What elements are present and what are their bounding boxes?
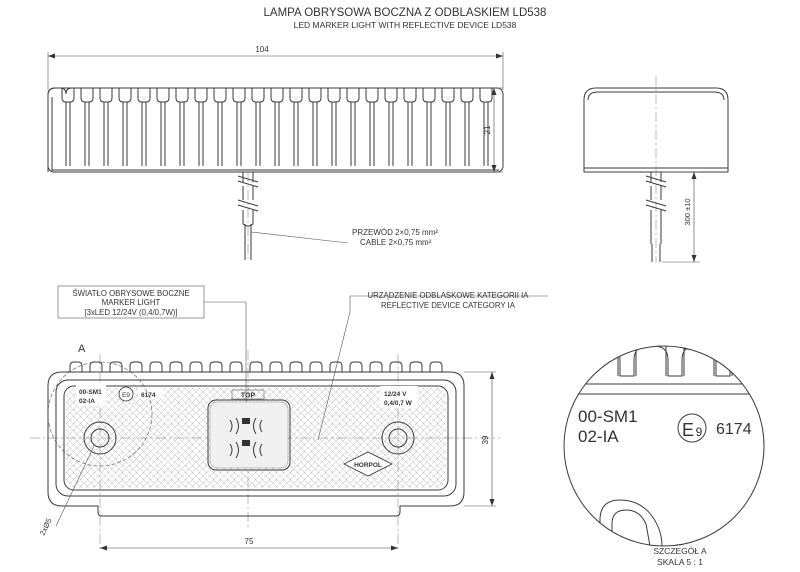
rib bbox=[194, 88, 208, 166]
rib bbox=[80, 88, 94, 166]
top-rib bbox=[189, 361, 203, 372]
horpol-logo: HORPOL bbox=[343, 451, 393, 477]
top-rib bbox=[129, 361, 143, 372]
top-rib bbox=[429, 361, 443, 372]
top-rib bbox=[309, 361, 323, 372]
lens-code2: 02-IA bbox=[79, 398, 95, 405]
marker-label-en: MARKER LIGHT bbox=[102, 298, 161, 307]
top-rib bbox=[229, 361, 243, 372]
rib bbox=[460, 88, 474, 166]
rib bbox=[441, 88, 455, 166]
rib bbox=[346, 88, 360, 166]
led-window bbox=[229, 417, 263, 459]
end-view: 300 ±10 bbox=[583, 76, 729, 263]
detail-marker: A bbox=[78, 343, 86, 355]
cable bbox=[237, 172, 349, 262]
top-rib bbox=[69, 361, 83, 372]
detail-approval-e: E bbox=[682, 420, 694, 440]
title-en: LED MARKER LIGHT WITH REFLECTIVE DEVICE … bbox=[294, 20, 517, 30]
rib bbox=[270, 88, 284, 166]
top-rib bbox=[169, 361, 183, 372]
rib bbox=[403, 88, 417, 166]
detail-scale: SKALA 5 : 1 bbox=[657, 557, 703, 567]
cable-label-pl: PRZEWÓD 2×0,75 mm² bbox=[352, 228, 438, 237]
rib bbox=[175, 88, 189, 166]
top-rib bbox=[209, 361, 223, 372]
detail-code1: 00-SM1 bbox=[578, 407, 638, 426]
top-rib bbox=[349, 361, 363, 372]
marker-label-pl: ŚWIATŁO OBRYSOWE BOCZNE bbox=[72, 289, 189, 298]
cable-label-en: CABLE 2×0,75 mm² bbox=[360, 238, 432, 247]
marker-spec: [3xLED 12/24V (0,4/0,7W)] bbox=[84, 308, 177, 317]
detail-code2: 02-IA bbox=[578, 427, 619, 446]
rib bbox=[289, 88, 303, 166]
top-rib-group bbox=[69, 361, 443, 372]
rib bbox=[232, 88, 246, 166]
dim-hole-spacing: 75 bbox=[245, 537, 254, 546]
lens-voltage: 12/24 V bbox=[384, 391, 407, 398]
dim-cable-length: 300 ±10 bbox=[683, 198, 692, 225]
rib bbox=[118, 88, 132, 166]
rib-group bbox=[61, 88, 493, 166]
rib bbox=[365, 88, 379, 166]
top-rib bbox=[289, 361, 303, 372]
lens-brand: HORPOL bbox=[354, 462, 382, 469]
rib bbox=[308, 88, 322, 166]
rib bbox=[384, 88, 398, 166]
lens-power: 0,4/0,7 W bbox=[384, 400, 413, 407]
rib bbox=[156, 88, 170, 166]
detail-a: 00-SM1 02-IA E 9 6174 SZCZEGÓŁ A SKALA 5… bbox=[563, 345, 765, 567]
reflector-label-en: REFLECTIVE DEVICE CATEGORY IA bbox=[381, 301, 516, 310]
rib bbox=[61, 88, 75, 166]
rib bbox=[99, 88, 113, 166]
lens-code1: 00-SM1 bbox=[79, 389, 102, 396]
top-rib bbox=[329, 361, 343, 372]
rib bbox=[327, 88, 341, 166]
lens-approval: E9 bbox=[122, 392, 130, 399]
reflector-label-pl: URZĄDZENIE ODBLASKOWE KATEGORII IA bbox=[367, 291, 529, 300]
dim-length: 104 bbox=[255, 45, 269, 54]
front-view: ŚWIATŁO OBRYSOWE BOCZNE MARKER LIGHT [3x… bbox=[30, 285, 548, 551]
dim-width: 39 bbox=[481, 435, 490, 444]
top-rib bbox=[149, 361, 163, 372]
top-rib bbox=[269, 361, 283, 372]
detail-approval-num: 9 bbox=[696, 425, 703, 439]
rib bbox=[422, 88, 436, 166]
detail-caption: SZCZEGÓŁ A bbox=[653, 546, 707, 556]
top-rib bbox=[109, 361, 123, 372]
top-rib bbox=[389, 361, 403, 372]
top-rib bbox=[409, 361, 423, 372]
detail-number: 6174 bbox=[716, 421, 752, 438]
dim-height: 21 bbox=[483, 125, 492, 134]
side-view: 104 21 PRZEWÓD 2×0,75 mm² CABLE 2×0,75 m… bbox=[47, 45, 504, 262]
rib bbox=[251, 88, 265, 166]
rib bbox=[213, 88, 227, 166]
rib bbox=[137, 88, 151, 166]
lens-top: TOP bbox=[241, 393, 256, 400]
top-rib bbox=[369, 361, 383, 372]
title-pl: LAMPA OBRYSOWA BOCZNA Z ODBLASKIEM LD538 bbox=[264, 7, 547, 19]
dim-hole: 2xØ5 bbox=[38, 517, 54, 537]
top-rib bbox=[249, 361, 263, 372]
